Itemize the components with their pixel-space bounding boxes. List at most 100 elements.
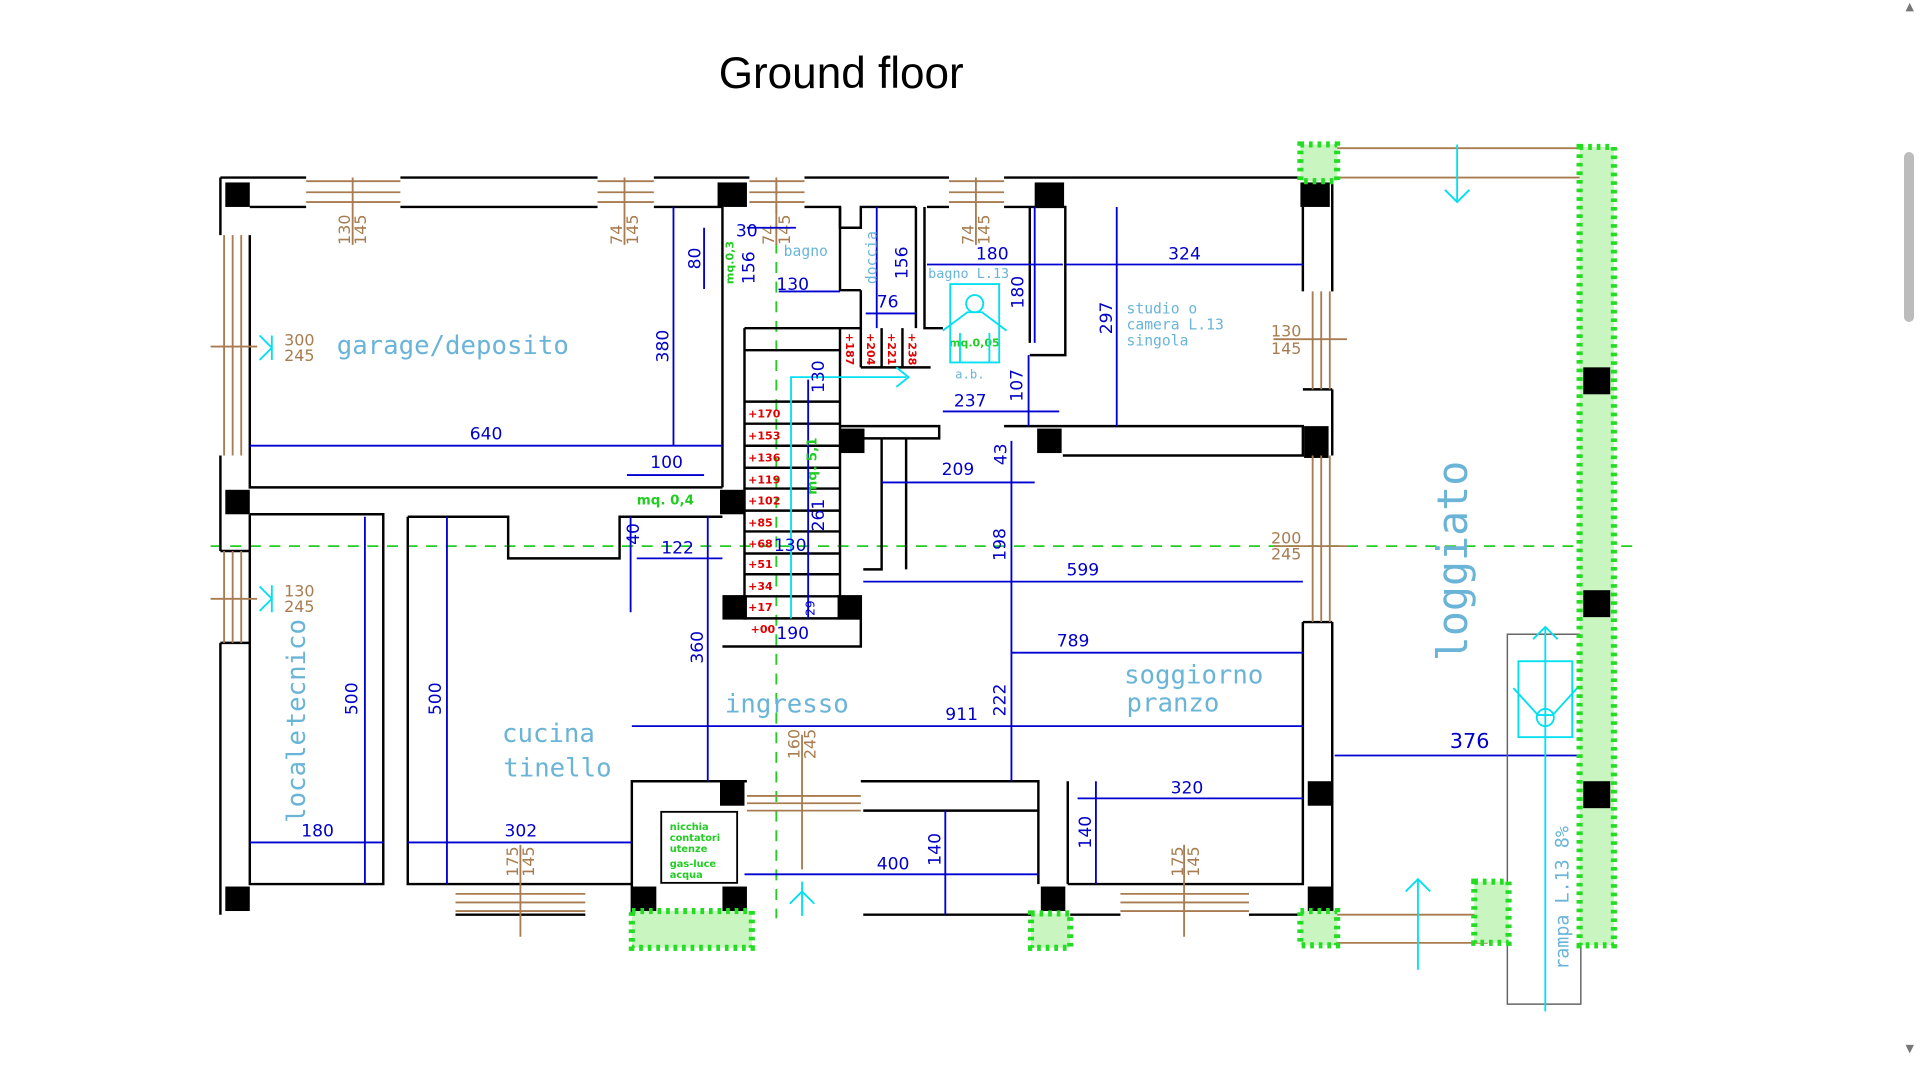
room-locale-tecnico-2: tecnico <box>282 619 312 727</box>
svg-text:bagno: bagno <box>784 243 828 260</box>
window-labels: 130 145 74 145 74 145 74 145 300 245 130… <box>284 215 1301 877</box>
walls <box>219 176 1334 916</box>
svg-text:mq. 5,1: mq. 5,1 <box>806 437 821 494</box>
svg-text:145: 145 <box>974 215 993 245</box>
svg-text:222: 222 <box>990 684 1010 717</box>
svg-text:mq.0,3: mq.0,3 <box>723 241 736 284</box>
svg-text:doccia: doccia <box>864 231 881 284</box>
svg-text:a.b.: a.b. <box>955 367 984 381</box>
room-cucina: cucina <box>502 719 595 749</box>
svg-text:640: 640 <box>470 425 503 445</box>
svg-text:+51: +51 <box>748 558 773 571</box>
room-tinello: tinello <box>503 753 611 783</box>
dimension-lines <box>249 206 1580 915</box>
svg-text:bagno L.13: bagno L.13 <box>928 267 1009 282</box>
hedge <box>1576 143 1617 949</box>
svg-text:145: 145 <box>351 215 370 245</box>
svg-text:gas-luce: gas-luce <box>670 859 717 870</box>
svg-text:+153: +153 <box>748 430 780 443</box>
svg-text:mq. 0,4: mq. 0,4 <box>637 493 694 508</box>
svg-text:160: 160 <box>785 729 804 759</box>
svg-text:+34: +34 <box>748 580 773 593</box>
svg-text:+204: +204 <box>864 333 877 366</box>
svg-text:mq.0,05: mq.0,05 <box>949 337 1000 350</box>
svg-text:74: 74 <box>607 225 626 245</box>
room-locale-tecnico-1: locale <box>282 730 312 823</box>
svg-text:76: 76 <box>877 292 899 312</box>
wheelchair-icon <box>1512 660 1578 739</box>
svg-text:+119: +119 <box>748 474 780 487</box>
svg-text:40: 40 <box>624 523 644 545</box>
svg-text:+00: +00 <box>751 623 776 636</box>
svg-text:rampa L.13 8%: rampa L.13 8% <box>1553 826 1574 970</box>
svg-text:300: 300 <box>284 330 314 349</box>
structural-columns <box>225 182 1333 912</box>
svg-text:140: 140 <box>1076 816 1096 849</box>
svg-text:100: 100 <box>650 453 683 473</box>
svg-text:130: 130 <box>1271 322 1301 341</box>
hedge <box>1297 141 1341 185</box>
svg-text:156: 156 <box>892 246 912 279</box>
svg-text:145: 145 <box>775 215 794 245</box>
vertical-scrollbar[interactable]: ▲ ▼ <box>1882 0 1920 1080</box>
svg-text:107: 107 <box>1007 369 1027 402</box>
svg-text:acqua: acqua <box>670 870 703 881</box>
svg-text:180: 180 <box>976 245 1009 265</box>
svg-text:156: 156 <box>739 251 759 284</box>
svg-text:911: 911 <box>945 705 978 725</box>
svg-text:245: 245 <box>284 346 314 365</box>
svg-text:+221: +221 <box>885 333 898 365</box>
svg-text:302: 302 <box>504 821 537 841</box>
svg-text:380: 380 <box>654 330 674 363</box>
svg-text:145: 145 <box>1184 846 1203 876</box>
svg-text:145: 145 <box>519 846 538 876</box>
svg-text:360: 360 <box>688 631 708 664</box>
svg-text:80: 80 <box>685 248 705 270</box>
svg-text:324: 324 <box>1168 245 1201 265</box>
hedge <box>628 907 755 951</box>
loggia-and-ramp <box>258 141 1617 1012</box>
svg-text:376: 376 <box>1450 729 1490 753</box>
svg-text:+170: +170 <box>748 408 781 421</box>
page-title: Ground floor <box>719 49 964 98</box>
svg-text:209: 209 <box>942 460 975 480</box>
svg-text:camera L.13: camera L.13 <box>1127 316 1224 333</box>
scrollbar-thumb[interactable] <box>1904 152 1914 322</box>
scroll-up-arrow-icon[interactable]: ▲ <box>1905 0 1914 13</box>
svg-text:261: 261 <box>809 499 829 532</box>
svg-text:+102: +102 <box>748 494 780 507</box>
windows <box>210 177 1347 937</box>
svg-text:29: 29 <box>803 600 817 616</box>
svg-text:198: 198 <box>990 528 1010 561</box>
svg-text:130: 130 <box>284 581 314 600</box>
svg-text:180: 180 <box>301 821 334 841</box>
hedge <box>1297 907 1341 949</box>
svg-text:500: 500 <box>426 682 446 715</box>
stair-level-labels: +170 +153 +136 +119 +102 +85 +68 +51 +34… <box>748 333 918 636</box>
svg-text:145: 145 <box>1271 339 1301 358</box>
svg-text:contatori: contatori <box>670 833 720 844</box>
svg-text:180: 180 <box>1009 276 1029 309</box>
svg-text:nicchia: nicchia <box>670 822 709 833</box>
svg-text:297: 297 <box>1097 302 1117 335</box>
svg-text:+68: +68 <box>748 537 773 550</box>
svg-text:+238: +238 <box>906 333 919 365</box>
room-garage: garage/deposito <box>337 331 569 361</box>
svg-text:130: 130 <box>776 275 809 295</box>
svg-text:599: 599 <box>1067 561 1100 581</box>
svg-text:145: 145 <box>623 215 642 245</box>
svg-text:200: 200 <box>1271 529 1301 548</box>
svg-text:130: 130 <box>809 360 829 393</box>
hedge <box>1471 878 1512 946</box>
svg-text:+187: +187 <box>843 333 856 365</box>
svg-text:130: 130 <box>335 215 354 245</box>
svg-text:singola: singola <box>1127 332 1189 349</box>
hedge <box>1027 910 1074 951</box>
svg-text:245: 245 <box>801 729 820 759</box>
svg-text:122: 122 <box>661 538 694 558</box>
scroll-down-arrow-icon[interactable]: ▼ <box>1905 1042 1914 1055</box>
room-pranzo: pranzo <box>1127 688 1220 718</box>
svg-text:789: 789 <box>1057 632 1090 652</box>
svg-text:studio o: studio o <box>1127 300 1198 317</box>
